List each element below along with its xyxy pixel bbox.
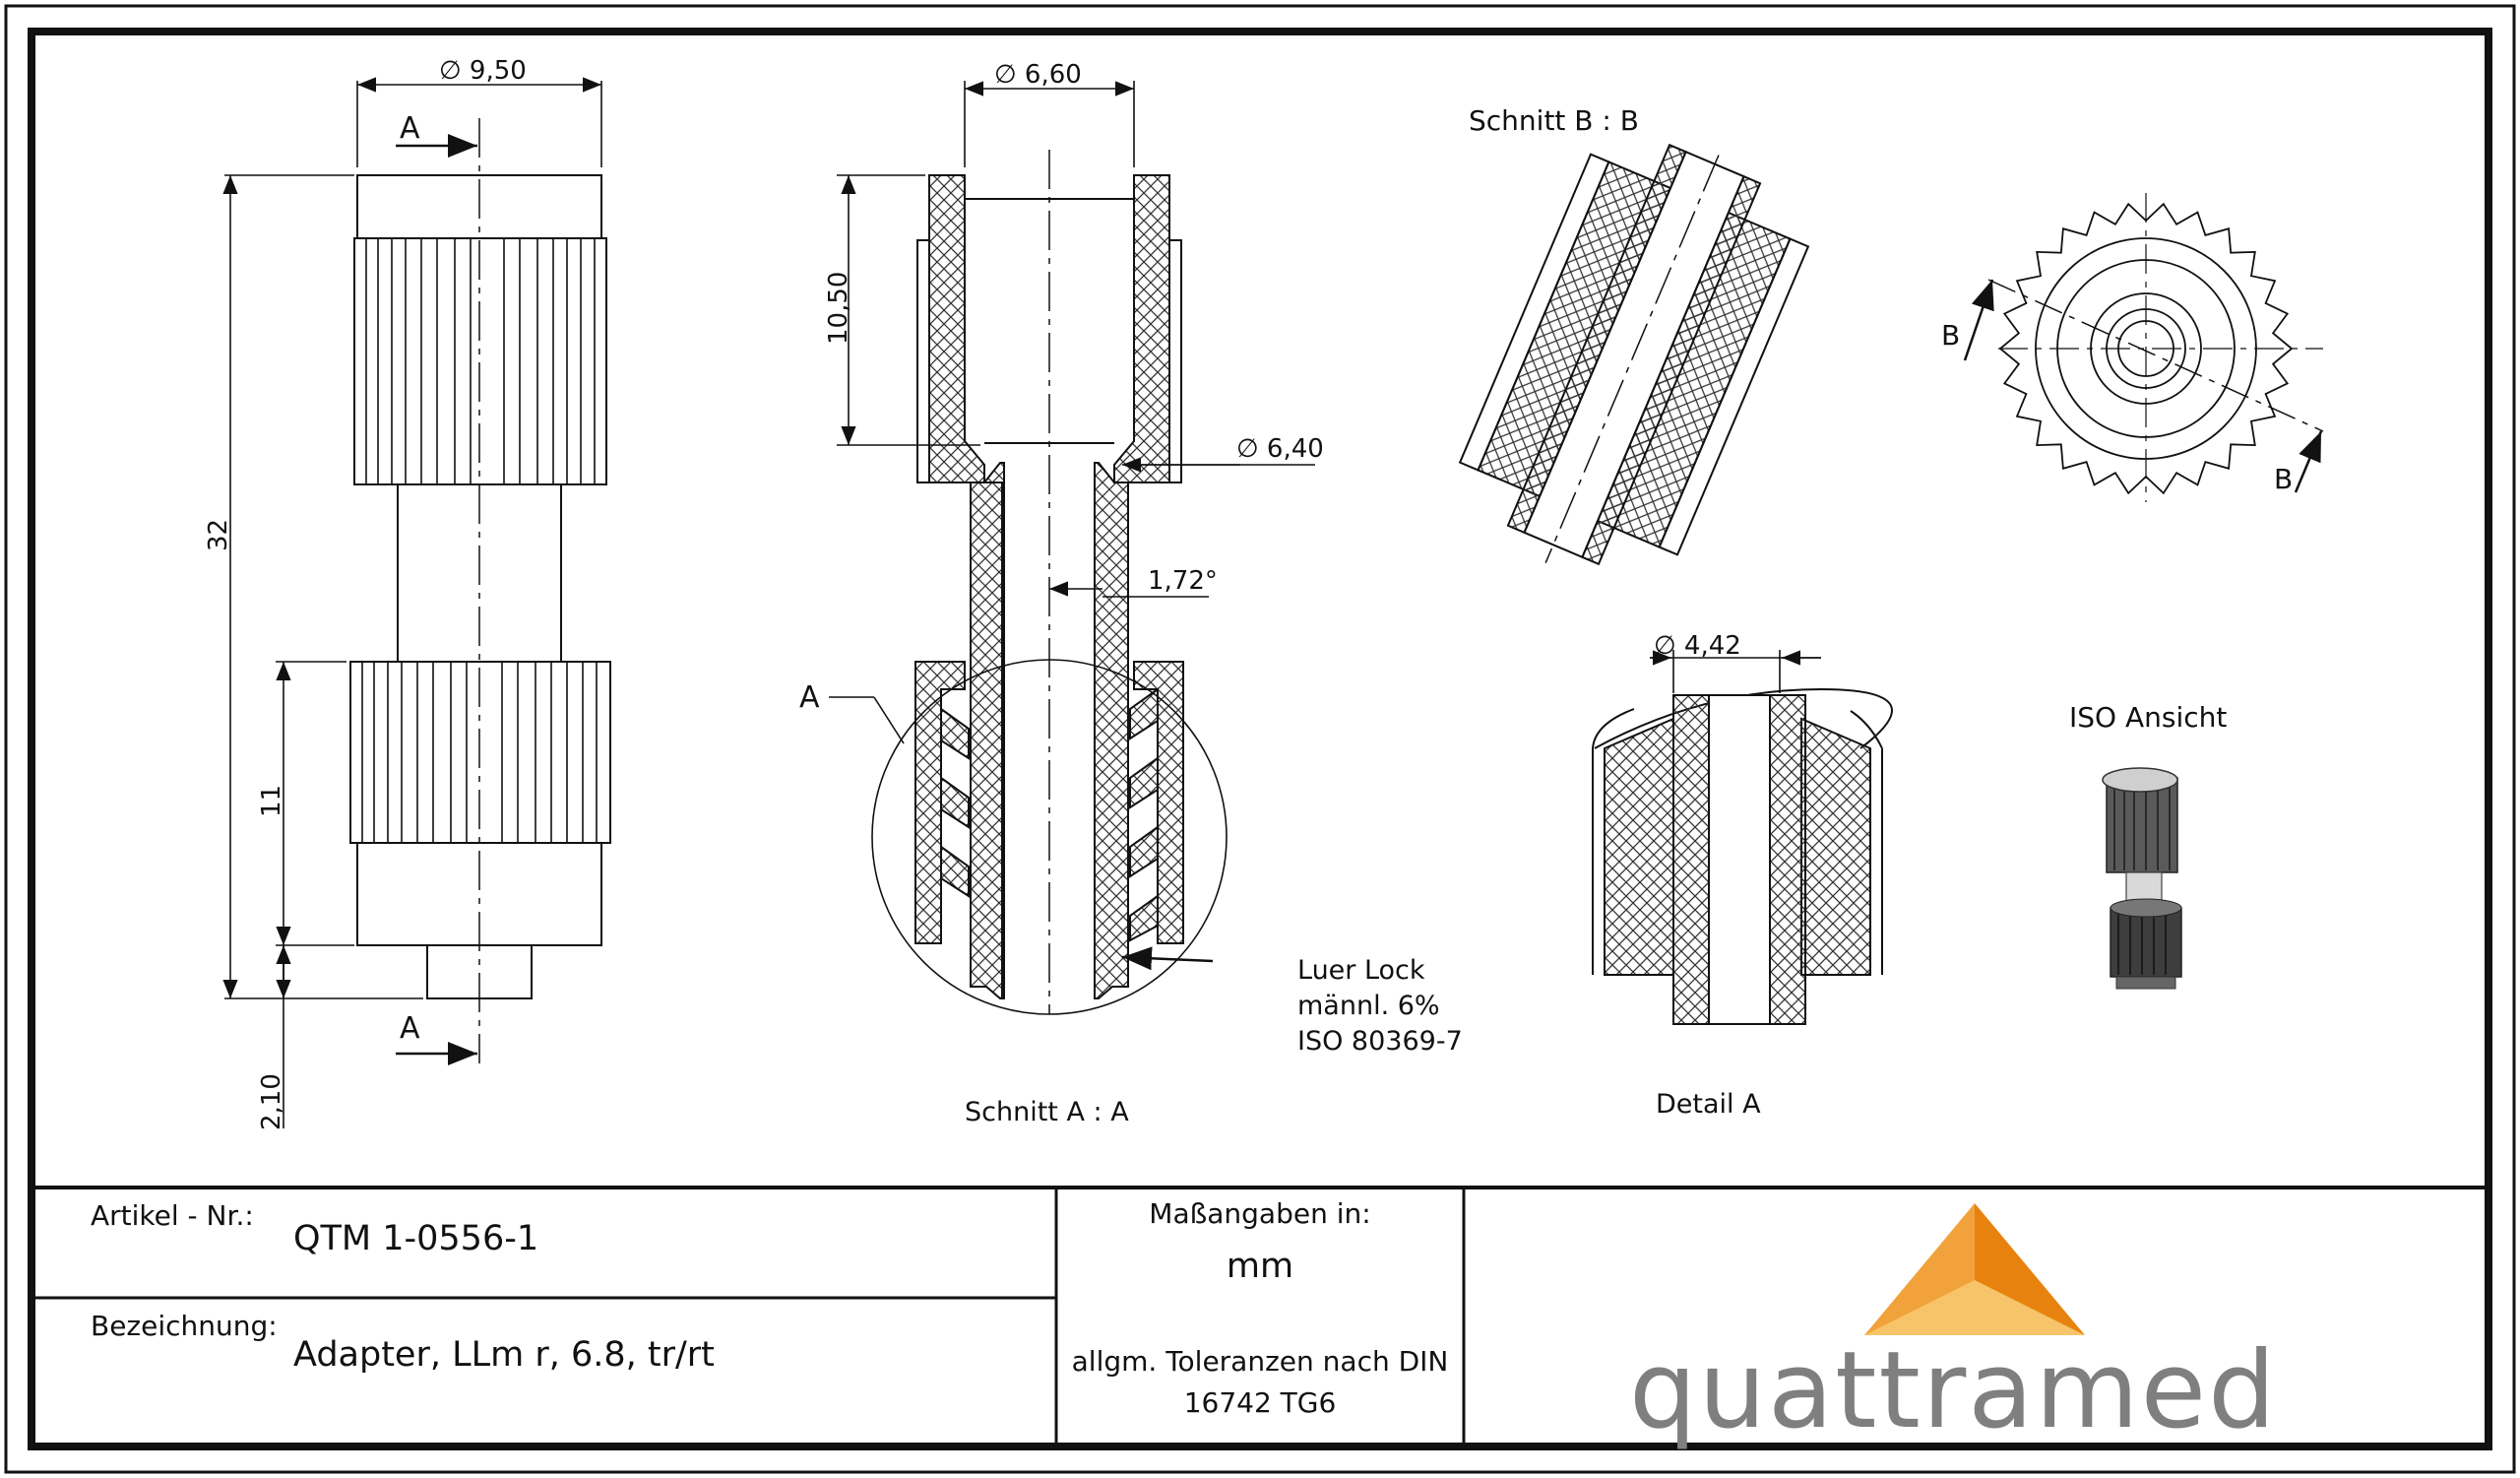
- label-schnitt-b-b: Schnitt B : B: [1469, 104, 1639, 137]
- front-view: [349, 118, 611, 1063]
- designation-value: Adapter, LLm r, 6.8, tr/rt: [293, 1335, 715, 1375]
- detail-a-dimension: [1650, 650, 1821, 693]
- section-marker-b-right: B: [2274, 463, 2293, 495]
- tolerance-line-2: 16742 TG6: [1183, 1386, 1337, 1419]
- dim-10-50: 10,50: [824, 272, 853, 345]
- outer-border: [4, 4, 2516, 1474]
- tolerance-line-1: allgm. Toleranzen nach DIN: [1071, 1345, 1449, 1378]
- label-detail-a: Detail A: [1656, 1089, 1761, 1120]
- detail-a-view: [1592, 687, 1893, 1025]
- top-view: [1963, 193, 2324, 502]
- dim-32: 32: [204, 519, 233, 551]
- section-a-a-view: [829, 150, 1228, 1015]
- luer-lock-note-line3: ISO 80369-7: [1297, 1026, 1463, 1057]
- dim-2-10: 2,10: [257, 1073, 286, 1130]
- dim-dia-6-40: ∅ 6,40: [1236, 434, 1324, 464]
- front-view-dimensions: [222, 77, 602, 1128]
- units-label: Maßangaben in:: [1149, 1197, 1371, 1230]
- iso-view-render: [2102, 767, 2182, 990]
- logo-icon: [1864, 1203, 2085, 1335]
- title-block-grid: [32, 1186, 2488, 1446]
- designation-label: Bezeichnung:: [91, 1310, 278, 1342]
- luer-lock-note-line1: Luer Lock: [1297, 955, 1425, 986]
- luer-lock-note-line2: männl. 6%: [1297, 991, 1440, 1021]
- dim-dia-6-60: ∅ 6,60: [994, 60, 1082, 90]
- article-number-value: QTM 1-0556-1: [293, 1219, 539, 1258]
- detail-marker-a: A: [799, 680, 820, 715]
- dim-angle-1-72: 1,72°: [1148, 566, 1218, 596]
- company-logo-text: quattramed: [1629, 1329, 2278, 1452]
- section-a-a-dimensions: [837, 81, 1315, 971]
- section-marker-b-left: B: [1941, 319, 1960, 352]
- label-iso-ansicht: ISO Ansicht: [2069, 701, 2227, 734]
- section-b-b-view: [1458, 143, 1810, 566]
- units-value: mm: [1226, 1247, 1294, 1286]
- dim-dia-4-42: ∅ 4,42: [1654, 631, 1741, 661]
- dim-11: 11: [257, 785, 286, 817]
- section-marker-a-top: A: [400, 111, 420, 146]
- dim-dia-9-50: ∅ 9,50: [439, 56, 527, 86]
- article-number-label: Artikel - Nr.:: [91, 1199, 254, 1232]
- section-marker-a-bottom: A: [400, 1011, 420, 1046]
- label-schnitt-a-a: Schnitt A : A: [965, 1097, 1129, 1127]
- inner-border: [28, 28, 2492, 1450]
